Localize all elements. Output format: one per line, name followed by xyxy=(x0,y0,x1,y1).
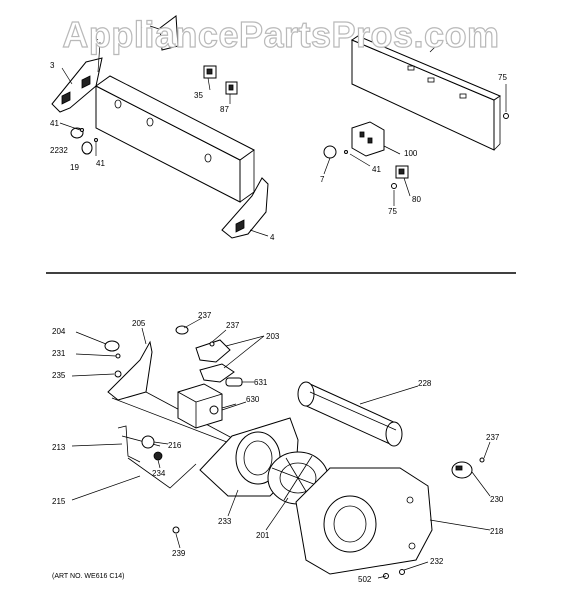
callout-1c: 1 xyxy=(446,37,451,46)
top-leaders xyxy=(59,25,507,237)
screw-239 xyxy=(172,526,180,534)
callout-237a: 237 xyxy=(198,311,212,320)
callout-41a: 41 xyxy=(50,119,59,128)
motor-630 xyxy=(177,383,237,429)
thermostat-230 xyxy=(451,461,473,479)
callout-233: 233 xyxy=(218,517,232,526)
callout-237c: 237 xyxy=(486,433,500,442)
callout-75b: 75 xyxy=(388,207,397,216)
callout-228: 228 xyxy=(418,379,432,388)
callout-205: 205 xyxy=(132,319,146,328)
switch-80 xyxy=(395,165,409,179)
callout-80: 80 xyxy=(412,195,421,204)
callout-87: 87 xyxy=(220,105,229,114)
screw-237b xyxy=(209,341,215,347)
screw-41 xyxy=(80,128,84,132)
callout-201: 201 xyxy=(256,531,270,540)
part-237 xyxy=(175,325,189,335)
backsplash-right xyxy=(350,35,502,151)
callout-3: 3 xyxy=(50,61,55,70)
callout-234: 234 xyxy=(152,469,166,478)
part-234 xyxy=(153,451,163,461)
blower-housing-218 xyxy=(295,467,433,575)
end-cap-right xyxy=(221,177,269,239)
part-631 xyxy=(225,377,243,387)
callout-213: 213 xyxy=(52,443,66,452)
switch-35 xyxy=(203,65,217,79)
callout-630: 630 xyxy=(246,395,260,404)
panel-tab xyxy=(159,15,179,51)
callout-231: 231 xyxy=(52,349,66,358)
knob-2232 xyxy=(70,127,84,139)
callout-215: 215 xyxy=(52,497,66,506)
callout-235: 235 xyxy=(52,371,66,380)
screw-235 xyxy=(114,370,122,378)
screw-75b xyxy=(391,183,397,189)
callout-203: 203 xyxy=(266,332,280,341)
end-cap-left xyxy=(51,57,103,113)
timer-100 xyxy=(351,121,385,157)
callout-502: 502 xyxy=(358,575,372,584)
bracket-203 xyxy=(195,339,235,383)
callout-41c: 41 xyxy=(372,165,381,174)
callout-75a: 75 xyxy=(498,73,507,82)
callout-7: 7 xyxy=(320,175,325,184)
callout-218: 218 xyxy=(490,527,504,536)
callout-35: 35 xyxy=(194,91,203,100)
callout-216: 216 xyxy=(168,441,182,450)
callout-41b: 41 xyxy=(96,159,105,168)
knob-19 xyxy=(81,141,93,155)
exhaust-duct-228 xyxy=(297,381,403,447)
screw-237c xyxy=(479,457,485,463)
screw-41b xyxy=(94,138,98,142)
callout-239: 239 xyxy=(172,549,186,558)
control-panel xyxy=(95,75,255,203)
knob-7 xyxy=(323,145,337,159)
belt-215 xyxy=(127,457,197,489)
callout-232: 232 xyxy=(430,557,444,566)
callout-237b: 237 xyxy=(226,321,240,330)
callout-19: 19 xyxy=(70,163,79,172)
bottom-leaders xyxy=(71,317,491,579)
screw-231 xyxy=(115,353,121,359)
screw-41c xyxy=(344,150,348,154)
callout-100: 100 xyxy=(404,149,418,158)
switch-87 xyxy=(225,81,238,95)
clip-204 xyxy=(104,340,120,352)
callout-4: 4 xyxy=(270,233,275,242)
callout-204: 204 xyxy=(52,327,66,336)
screw-75a xyxy=(503,113,509,119)
art-number: (ART NO. WE616 C14) xyxy=(52,573,125,580)
callout-2232: 2232 xyxy=(50,146,68,155)
callout-230: 230 xyxy=(490,495,504,504)
callout-631: 631 xyxy=(254,378,268,387)
callout-1b: 1 xyxy=(138,21,143,30)
screw-232 xyxy=(399,569,405,575)
callout-1a: 1 xyxy=(94,33,99,42)
